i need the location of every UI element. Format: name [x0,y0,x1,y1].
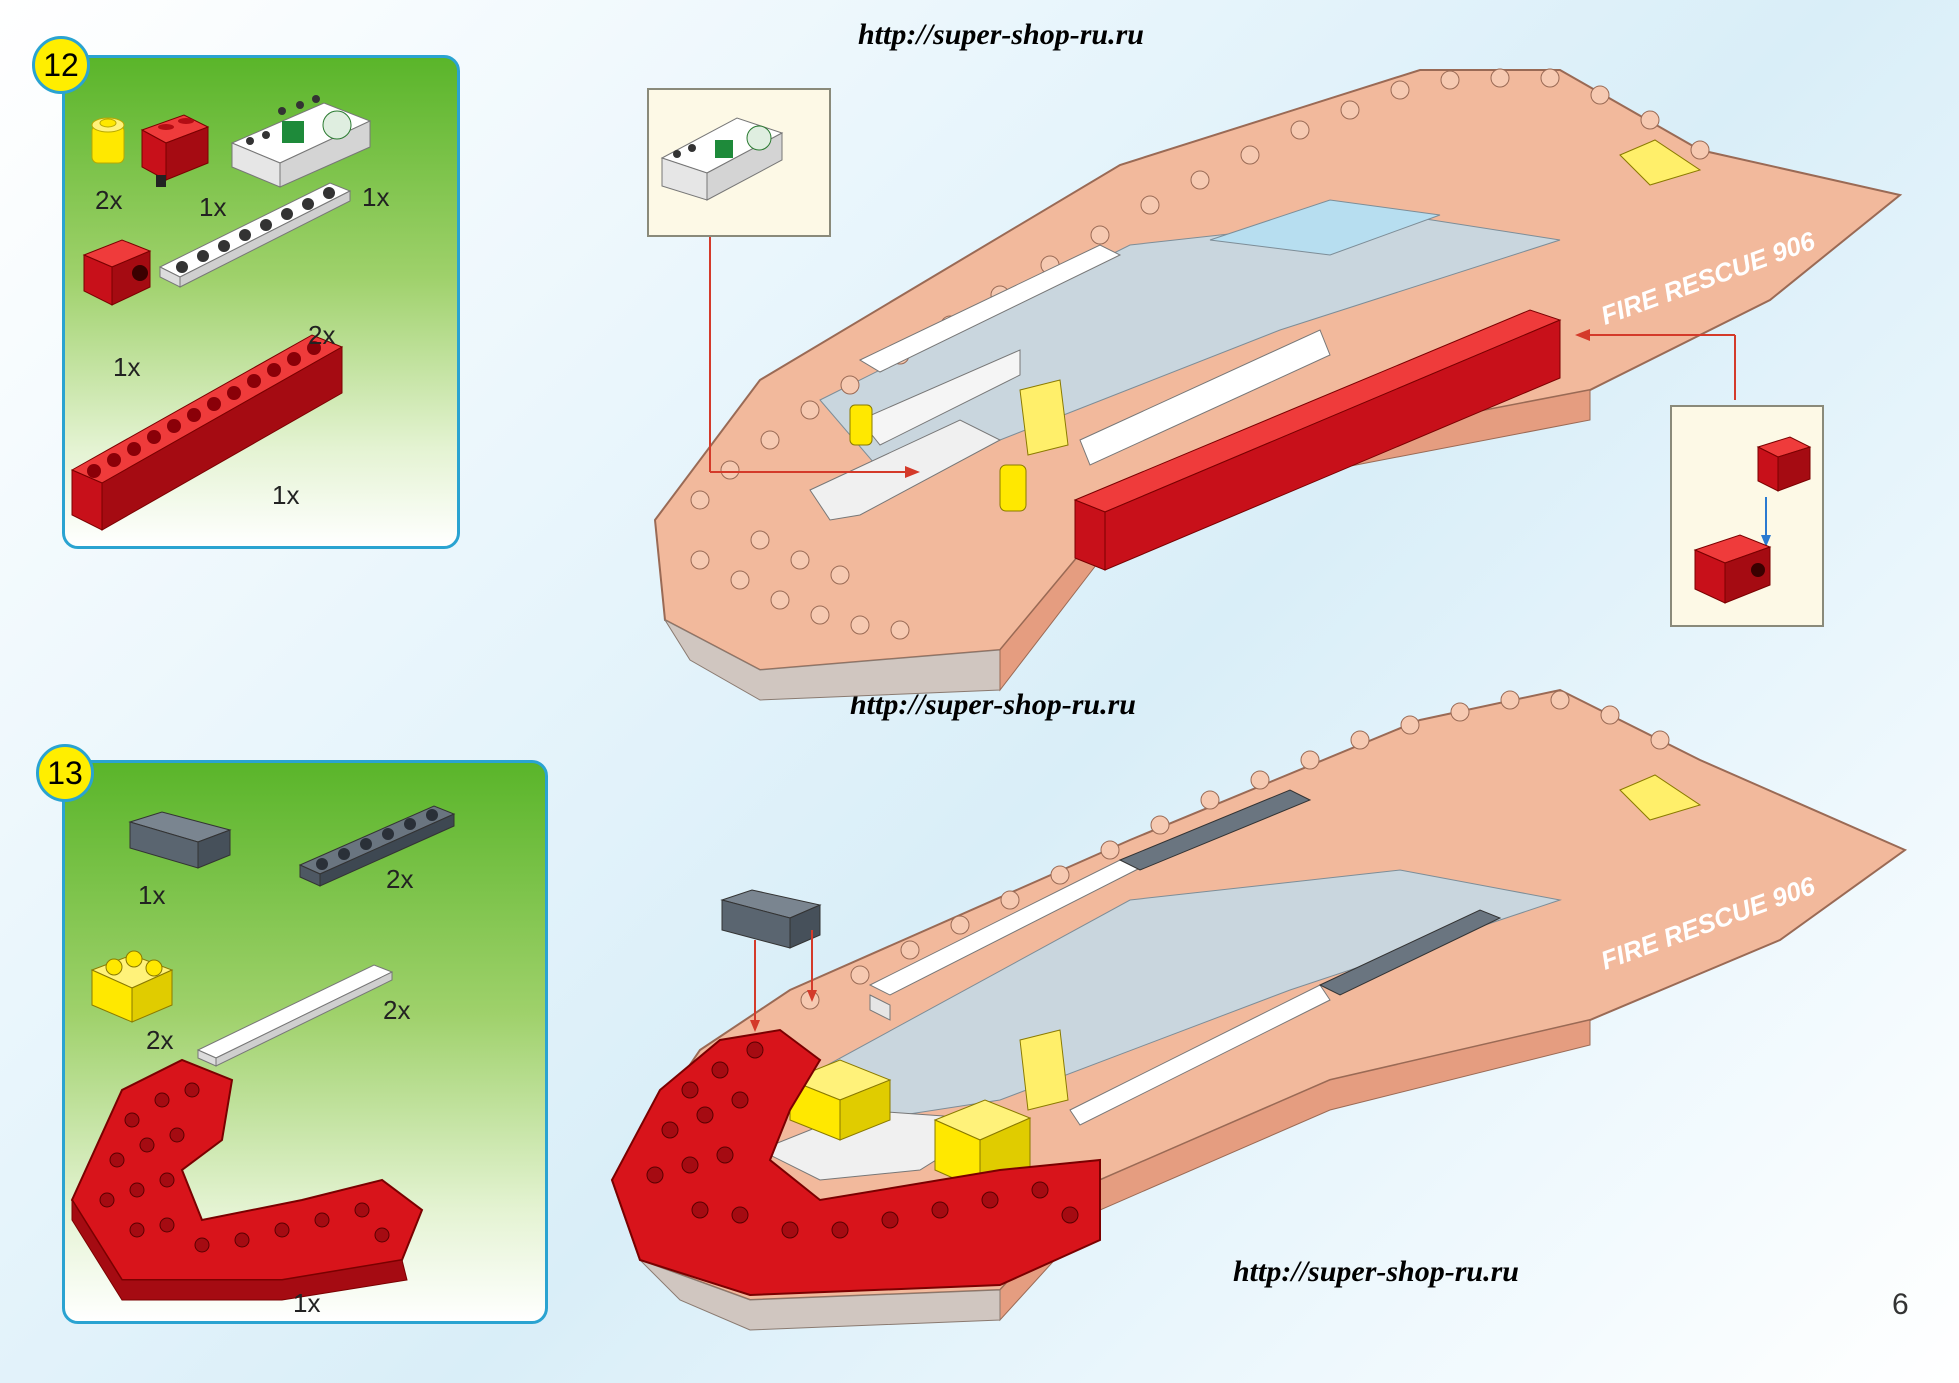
boat-hull [610,688,1908,1331]
watermark-url-bottom[interactable]: http://super-shop-ru.ru [1233,1255,1519,1288]
dark-gray-slope-icon [128,811,232,869]
dark-gray-plate-icon [298,805,456,887]
red-boat-bow-icon [70,1058,424,1301]
white-tile-icon [196,964,394,1067]
step-12-part-icons [70,95,372,531]
part-qty-label: 1x [138,880,166,910]
watermark-url-top[interactable]: http://super-shop-ru.ru [858,18,1144,51]
step-13-badge: 13 [36,744,94,802]
part-qty-label: 2x [95,185,123,215]
part-qty-label: 2x [386,864,414,894]
part-qty-label: 1x [272,480,300,510]
part-qty-label: 1x [362,182,390,212]
red-hinge-brick-icon [140,114,210,187]
red-hinge-hole-brick-icon [82,239,152,306]
boat-hull [653,68,1903,701]
callout-hinge-brick-icon [1693,436,1812,604]
part-qty-label: 2x [383,995,411,1025]
step-12-badge: 12 [32,36,90,94]
yellow-corner-brick-icon [90,950,174,1023]
white-control-panel-icon [230,95,372,188]
part-qty-label: 1x [293,1288,321,1318]
page-number: 6 [1892,1288,1909,1321]
dark-gray-slope-floating [720,889,822,949]
part-qty-label: 2x [146,1025,174,1055]
part-qty-label: 1x [199,192,227,222]
callout-control-panel-icon [660,117,784,201]
white-plate-1x8-icon [158,182,352,288]
red-brick-1x12-icon [70,334,344,531]
part-qty-label: 2x [308,320,336,350]
part-qty-label: 1x [113,352,141,382]
yellow-round-brick-icon [91,117,125,164]
step-13-part-icons [70,805,456,1301]
